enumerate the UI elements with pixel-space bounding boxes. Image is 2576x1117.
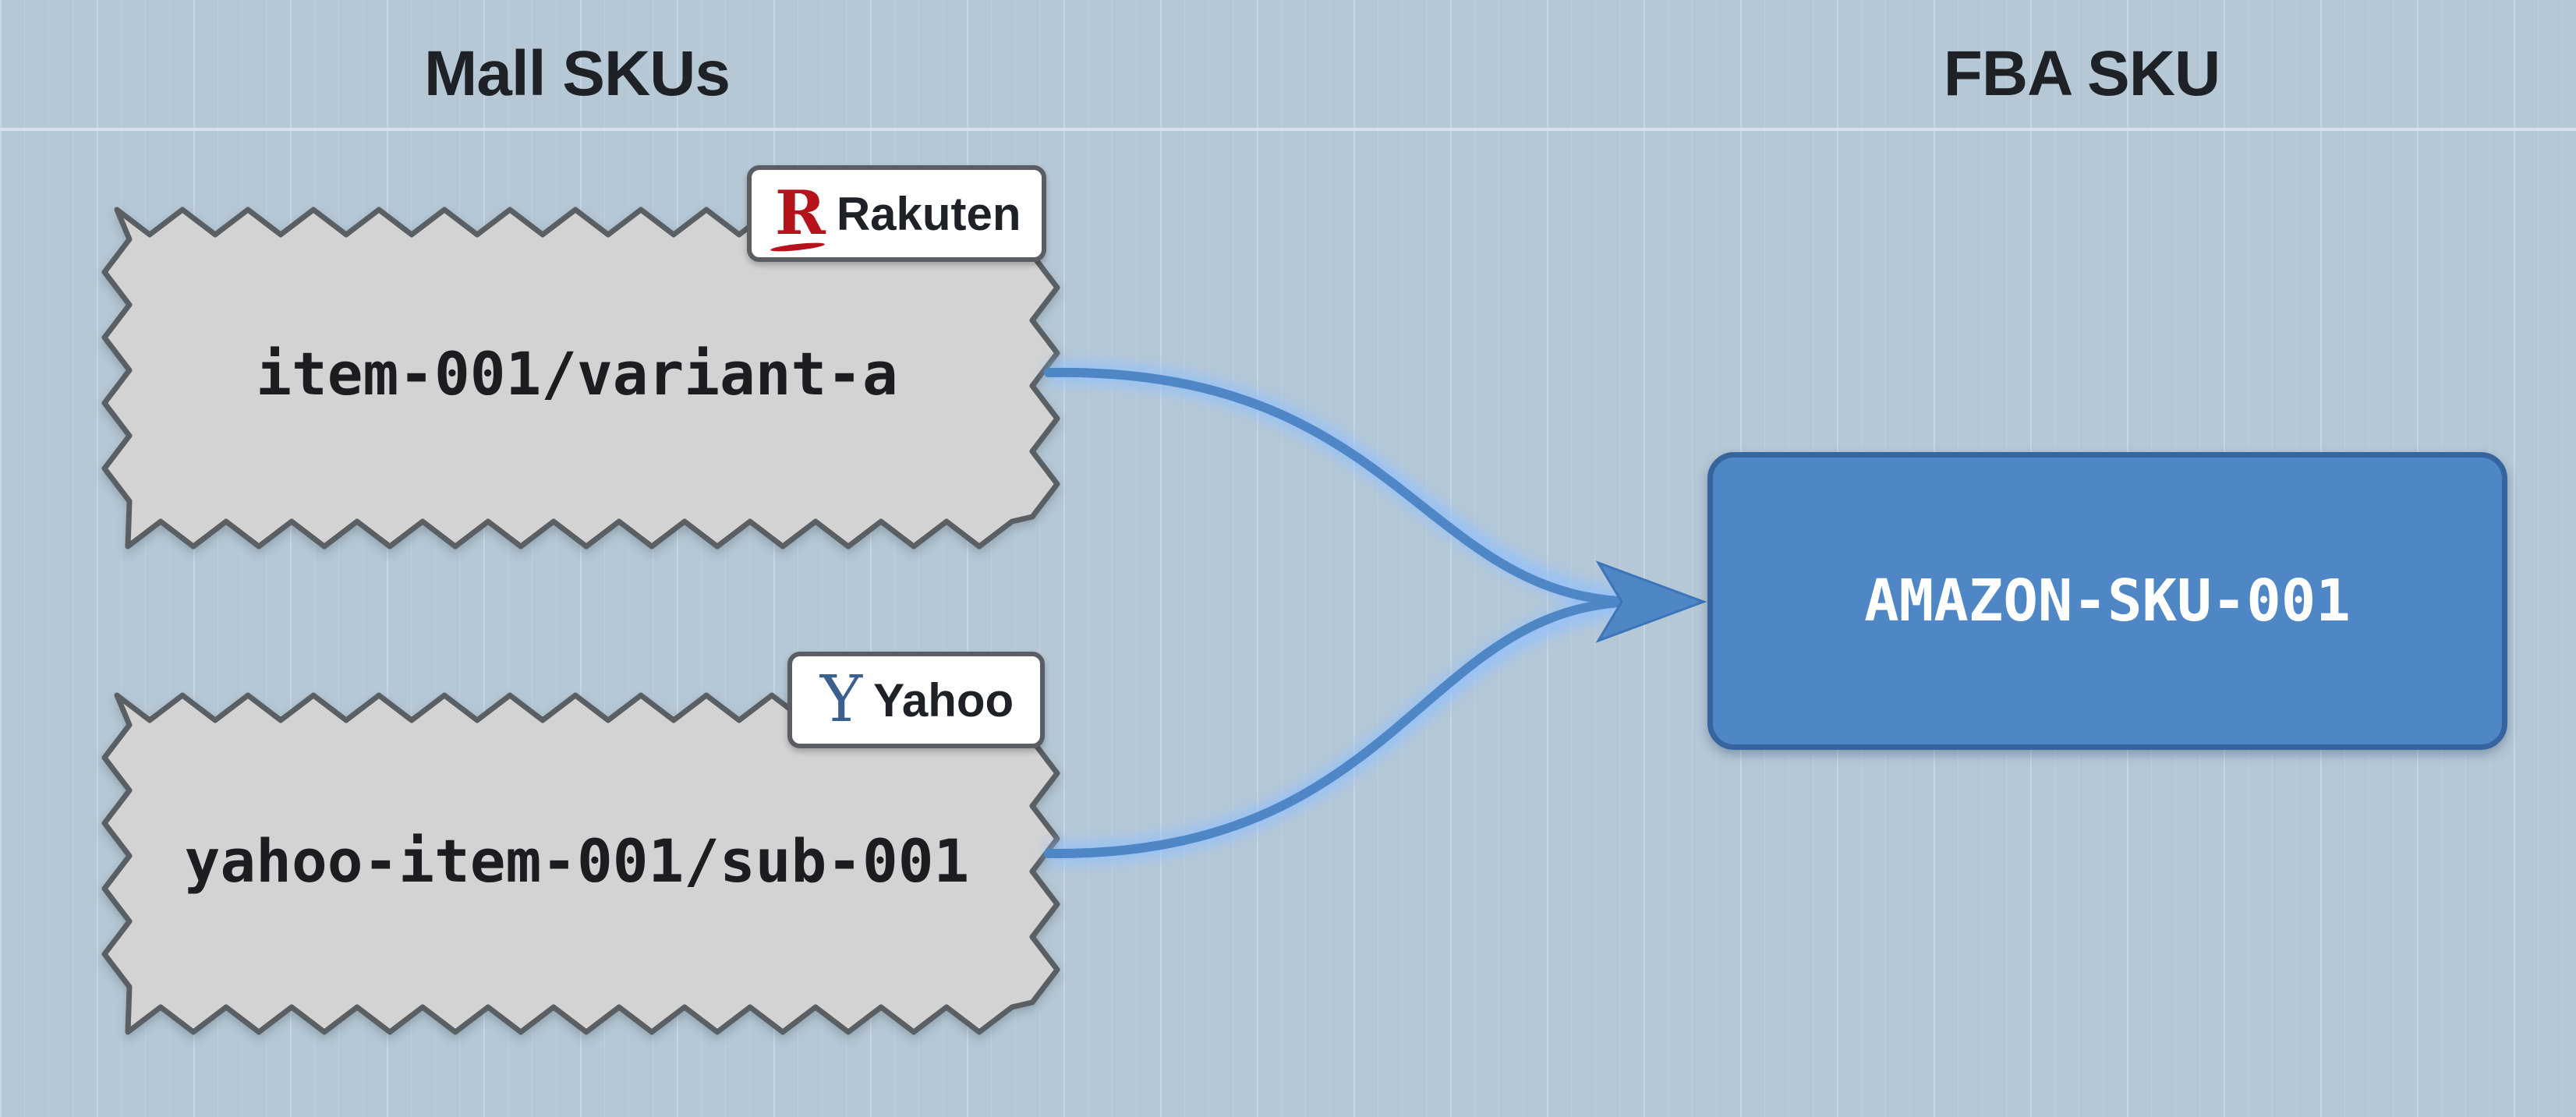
fba-sku-box: AMAZON-SKU-001 [1707,452,2507,750]
rakuten-sku-box [101,207,1060,550]
rakuten-sku-text: item-001/variant-a [256,339,898,408]
fba-sku-header: FBA SKU [1943,38,2220,109]
connector-yahoo-to-fba [1044,597,1642,859]
arrowhead-icon [1595,560,1707,643]
yahoo-logo-icon: Y [820,663,863,737]
fba-sku-text: AMAZON-SKU-001 [1864,567,2351,634]
rakuten-label: Rakuten [836,187,1021,240]
mall-skus-header: Mall SKUs [424,38,731,109]
connector-rakuten-to-fba [1044,367,1642,606]
yahoo-badge: Y Yahoo [787,652,1045,748]
rakuten-logo-icon: R [775,178,826,249]
rakuten-badge: R Rakuten [747,165,1046,262]
yahoo-sku-box [101,692,1060,1035]
yahoo-label: Yahoo [873,673,1014,726]
yahoo-sku-text: yahoo-item-001/sub-001 [184,826,970,896]
